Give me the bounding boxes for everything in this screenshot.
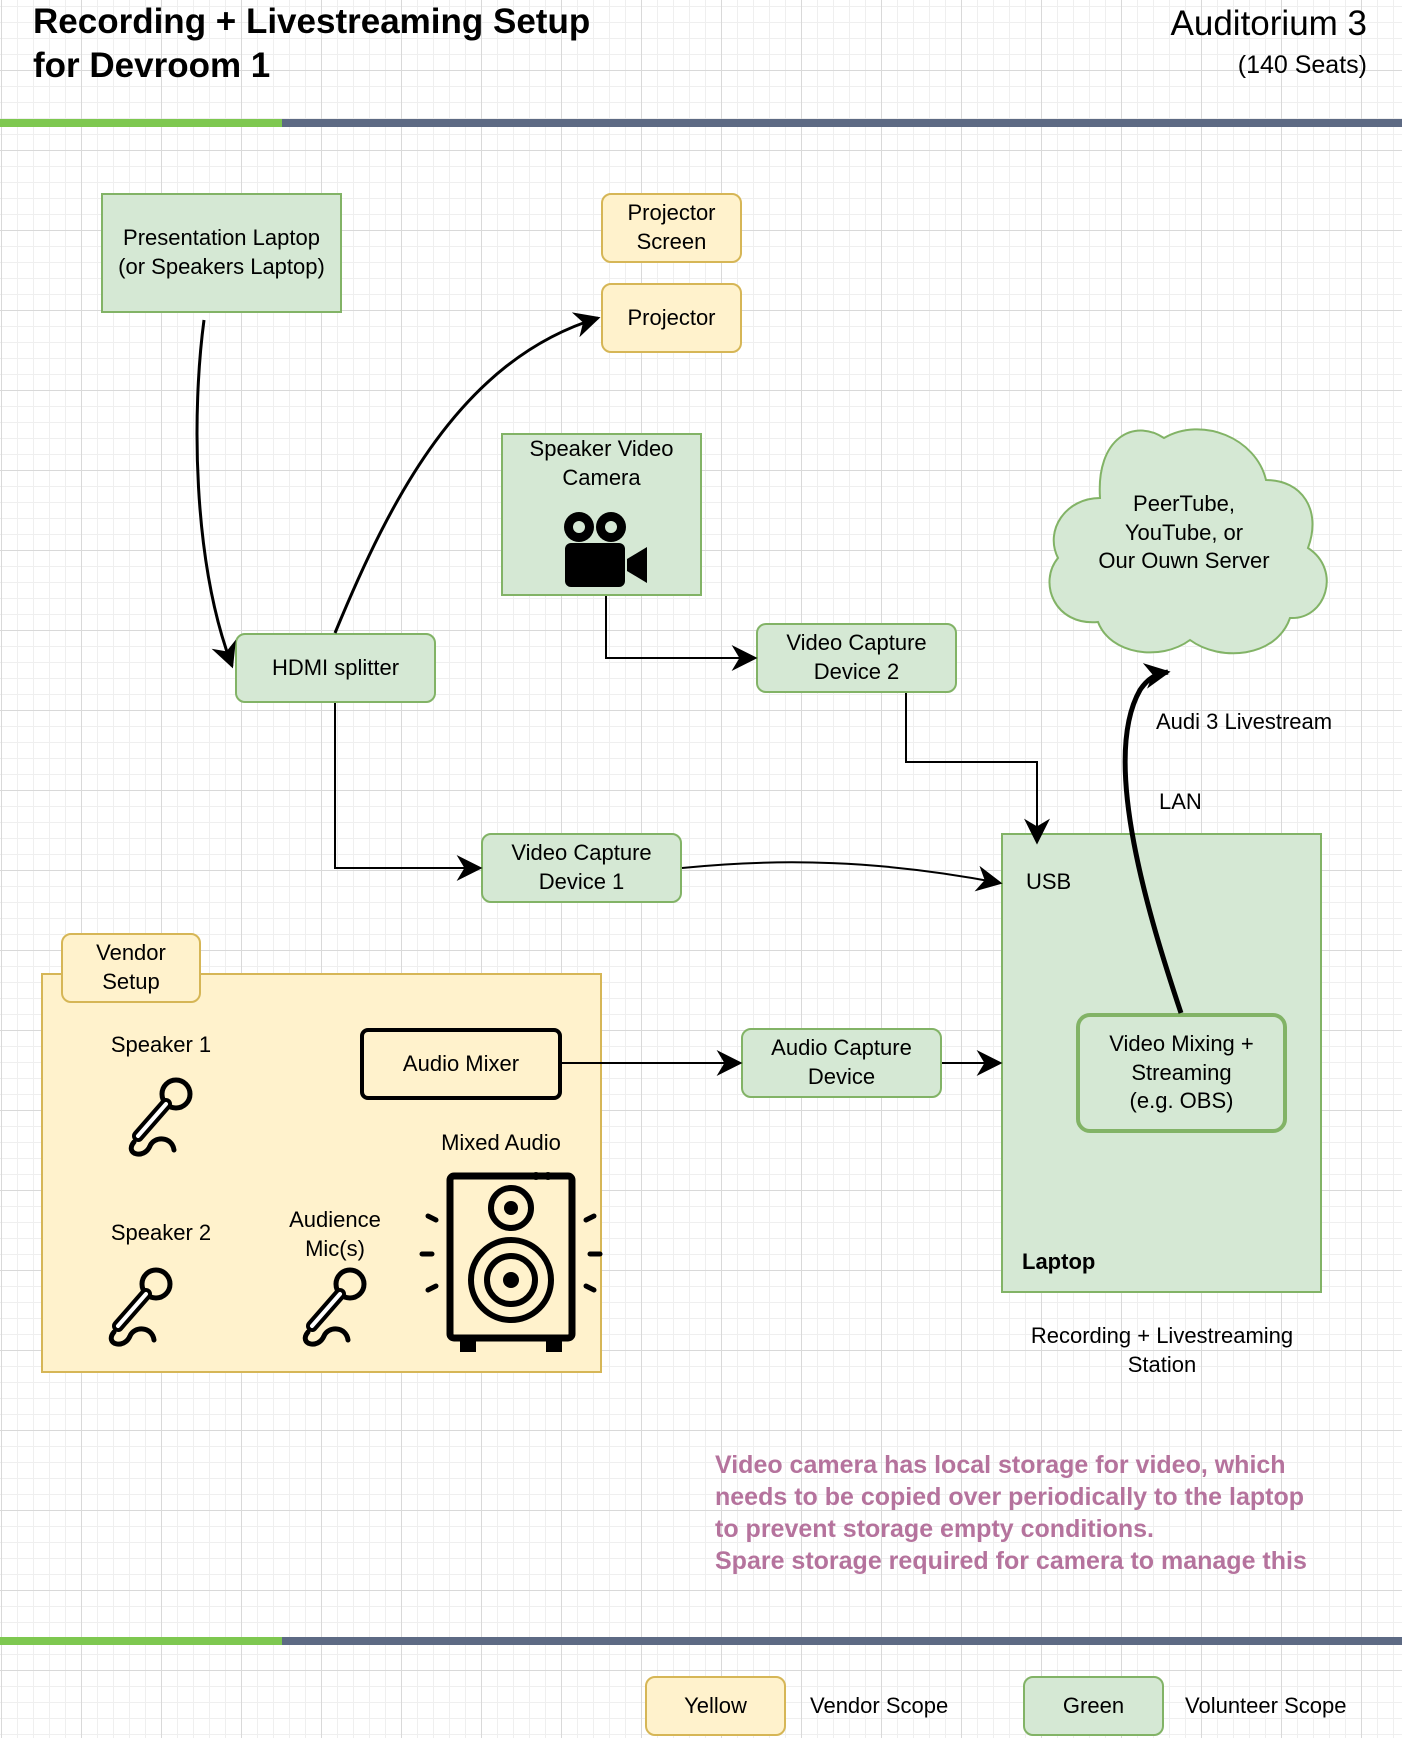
camera-label: Speaker Video Camera	[529, 436, 674, 490]
title-line-2: for Devroom 1	[33, 46, 271, 85]
capture-2-to-usb-edge	[905, 693, 1050, 845]
laptop-to-splitter-edge	[195, 319, 236, 669]
camera-to-capture-2-edge	[605, 596, 758, 671]
video-mixing-streaming[interactable]: Video Mixing + Streaming (e.g. OBS)	[1076, 1013, 1287, 1133]
speaker-1-label: Speaker 1	[110, 1032, 212, 1057]
speaker-2-label: Speaker 2	[110, 1220, 212, 1245]
video-capture-device-2[interactable]: Video Capture Device 2	[756, 623, 957, 693]
storage-note: Video camera has local storage for video…	[715, 1451, 1307, 1575]
video-camera-icon	[564, 512, 647, 587]
top-divider	[282, 119, 1402, 127]
splitter-to-projector-edge	[333, 312, 601, 634]
room-seats: (140 Seats)	[1237, 51, 1367, 79]
vendor-setup-tab: Vendor Setup	[61, 933, 201, 1003]
livestream-edge-label: Audi 3 Livestream	[1156, 709, 1333, 734]
legend-green-swatch: Green	[1023, 1676, 1164, 1736]
room-name: Auditorium 3	[1170, 4, 1367, 43]
mixed-audio-label: Mixed Audio	[441, 1130, 561, 1155]
diagram-title: Recording + Livestreaming Setup for Devr…	[33, 0, 733, 88]
legend-green-desc: Volunteer Scope	[1185, 1693, 1347, 1718]
audience-mics-label: Audience Mic(s)	[289, 1207, 381, 1261]
microphone-icon	[128, 1077, 193, 1157]
laptop-usb-label: USB	[1026, 869, 1072, 894]
bottom-divider-accent	[0, 1637, 282, 1645]
hdmi-splitter[interactable]: HDMI splitter	[235, 633, 436, 703]
cloud-label: PeerTube, YouTube, or Our Ouwn Server	[1098, 491, 1270, 574]
audio-mixer[interactable]: Audio Mixer	[360, 1028, 562, 1100]
legend-yellow-desc: Vendor Scope	[810, 1693, 949, 1718]
obs-to-cloud-edge	[1122, 663, 1184, 1014]
video-capture-device-1[interactable]: Video Capture Device 1	[481, 833, 682, 903]
splitter-to-capture-1-edge	[334, 703, 483, 881]
presentation-laptop[interactable]: Presentation Laptop (or Speakers Laptop)	[101, 193, 342, 313]
bottom-divider	[282, 1637, 1402, 1645]
top-divider-accent	[0, 119, 282, 127]
audio-capture-device[interactable]: Audio Capture Device	[741, 1028, 942, 1098]
legend-yellow-swatch: Yellow	[645, 1676, 786, 1736]
loudspeaker-icon	[419, 1172, 603, 1352]
projector[interactable]: Projector	[601, 283, 742, 353]
microphone-icon	[108, 1267, 173, 1347]
title-line-1: Recording + Livestreaming Setup	[33, 2, 591, 41]
microphone-icon	[302, 1267, 367, 1347]
laptop-label: Laptop	[1022, 1249, 1096, 1274]
projector-screen[interactable]: Projector Screen	[601, 193, 742, 263]
station-caption: Recording + Livestreaming Station	[1030, 1323, 1294, 1377]
cloud-shape	[1048, 428, 1328, 655]
capture-1-to-usb-edge	[681, 861, 1003, 892]
lan-edge-label: LAN	[1159, 789, 1202, 814]
speaker-video-camera[interactable]: Speaker Video Camera	[501, 433, 702, 596]
